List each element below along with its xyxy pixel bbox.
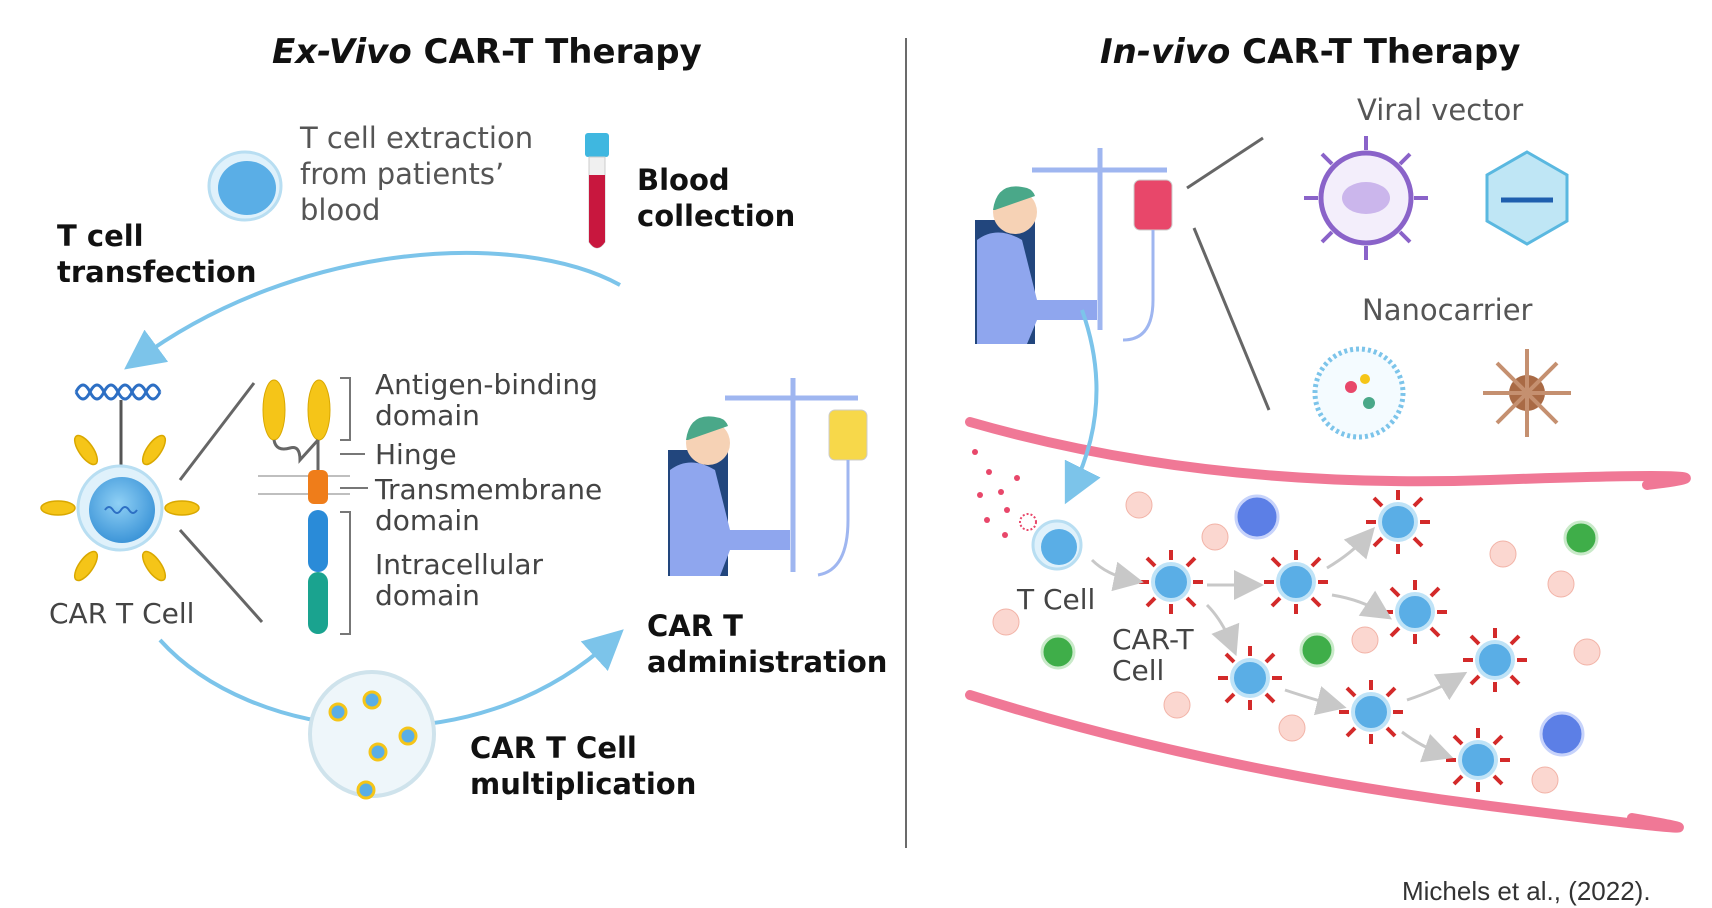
car-t-cell-icon xyxy=(40,434,200,582)
vector-particles xyxy=(972,449,1020,538)
vessel-wall-top xyxy=(965,417,1691,490)
vessel-wall-bottom xyxy=(965,690,1684,833)
blood-collection-label: Blood collection xyxy=(637,163,796,233)
petri-dish-icon xyxy=(308,670,436,800)
car-t-cell-label: CAR T Cell xyxy=(49,597,195,630)
citation: Michels et al., (2022). xyxy=(1402,876,1651,906)
polymer-nanoparticle-icon xyxy=(1483,349,1571,437)
intracellular-label: Intracellular domain xyxy=(375,548,544,612)
virus-icon xyxy=(1304,136,1428,260)
patient-yellow-iv-icon xyxy=(668,378,868,577)
transfection-arrow xyxy=(124,250,621,370)
extraction-note: T cell extraction from patients’ blood xyxy=(300,121,534,227)
left-title-rest: CAR-T Therapy xyxy=(411,32,702,72)
infusion-arrow xyxy=(1064,309,1101,505)
hinge-label: Hinge xyxy=(375,438,457,471)
viral-vector-label: Viral vector xyxy=(1357,93,1524,127)
left-panel-title: Ex-Vivo CAR-T Therapy xyxy=(272,32,702,72)
blood-cells xyxy=(992,491,1601,794)
t-cell-icon xyxy=(1019,513,1083,571)
transfection-label: T cell transfection xyxy=(57,219,257,289)
extracted-t-cell-icon xyxy=(207,150,283,222)
right-title-rest: CAR-T Therapy xyxy=(1230,32,1521,72)
in-vivo-illustration xyxy=(965,136,1691,833)
car-t-cell-right-label: CAR-T Cell xyxy=(1112,623,1194,687)
liposome-icon xyxy=(1312,346,1406,440)
right-title-italic: In-vivo xyxy=(1100,32,1231,72)
antigen-binding-label: Antigen-binding domain xyxy=(375,368,598,432)
car-receptor-diagram xyxy=(258,377,368,635)
multiplication-label: CAR T Cell multiplication xyxy=(470,731,697,801)
ex-vivo-illustration xyxy=(40,133,868,800)
blood-tube-icon xyxy=(585,133,609,249)
nanocarrier-label: Nanocarrier xyxy=(1362,293,1533,327)
patient-red-iv-icon xyxy=(975,148,1173,344)
transmembrane-label: Transmembrane domain xyxy=(375,473,603,537)
capsid-icon xyxy=(1485,150,1569,246)
administration-label: CAR T administration xyxy=(647,609,888,679)
car-t-expansion xyxy=(1090,488,1529,794)
dna-icon xyxy=(74,383,162,401)
panel-divider xyxy=(905,38,907,848)
t-cell-label: T Cell xyxy=(1017,583,1096,616)
left-title-italic: Ex-Vivo xyxy=(272,32,412,72)
right-panel-title: In-vivo CAR-T Therapy xyxy=(1100,32,1520,72)
